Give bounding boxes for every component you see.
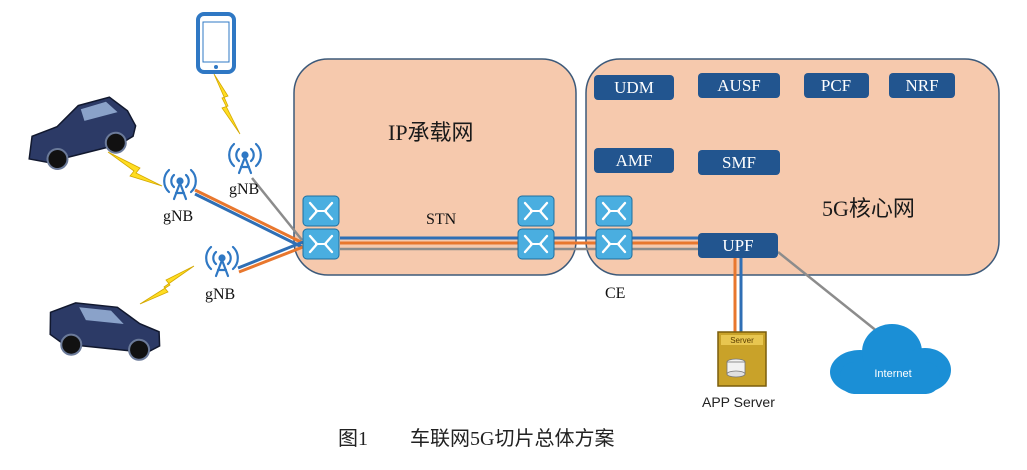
- antenna-icon: [163, 168, 197, 201]
- switch-icon: [301, 194, 341, 228]
- nf-udm: UDM: [594, 75, 674, 100]
- nf-smf: SMF: [698, 150, 780, 175]
- lightning-icon: [139, 265, 195, 305]
- core-network-region: [585, 58, 1000, 276]
- antenna-icon: [228, 142, 262, 175]
- lightning-icon: [107, 151, 163, 187]
- gnb-links: [194, 177, 304, 274]
- server-badge-label: Server: [730, 336, 754, 345]
- ip-bearer-network-title: IP承载网: [388, 120, 474, 145]
- nf-amf-label: AMF: [616, 151, 653, 170]
- nf-amf: AMF: [594, 148, 674, 173]
- link-gnb-mid-blue: [194, 192, 303, 249]
- core-network-title: 5G核心网: [822, 196, 915, 221]
- antenna-icon: [205, 245, 239, 278]
- switch-icon: [516, 227, 556, 261]
- car-icon: [28, 96, 137, 171]
- switch-icon: [594, 194, 634, 228]
- cloud-icon: [830, 324, 951, 394]
- gnb-top-label: gNB: [229, 181, 259, 198]
- nf-udm-label: UDM: [614, 78, 654, 97]
- gnb-mid-label: gNB: [163, 208, 193, 225]
- nf-pcf: PCF: [804, 73, 869, 98]
- gnb-low-label: gNB: [205, 286, 235, 303]
- nf-pcf-label: PCF: [821, 76, 851, 95]
- link-gnb-low-blue: [237, 240, 304, 270]
- nf-nrf-label: NRF: [905, 76, 938, 95]
- server-icon: Server: [717, 331, 767, 387]
- ip-bearer-network-region: [293, 58, 577, 276]
- link-gnb-mid-orange: [194, 188, 304, 245]
- link-gnb-low-orange: [238, 245, 304, 274]
- nf-upf-label: UPF: [722, 236, 753, 255]
- stn-label: STN: [426, 211, 457, 228]
- nf-ausf: AUSF: [698, 73, 780, 98]
- figure-title: 车联网5G切片总体方案: [410, 427, 614, 450]
- app-server-label: APP Server: [702, 394, 775, 410]
- car-icon: [49, 302, 161, 361]
- switch-icon: [516, 194, 556, 228]
- nf-nrf: NRF: [889, 73, 955, 98]
- phone-icon: [196, 12, 236, 74]
- nf-smf-label: SMF: [722, 153, 756, 172]
- upf-downlinks: [733, 251, 879, 333]
- link-gnb-top-gray: [251, 177, 303, 241]
- figure-number: 图1: [338, 428, 368, 450]
- nf-ausf-label: AUSF: [717, 76, 760, 95]
- switch-icon: [594, 227, 634, 261]
- upf-to-internet-gray: [777, 251, 879, 333]
- ce-label: CE: [605, 285, 625, 302]
- nf-upf: UPF: [698, 233, 778, 258]
- lightning-icon: [213, 73, 241, 135]
- internet-label: Internet: [874, 368, 911, 380]
- switch-icon: [301, 227, 341, 261]
